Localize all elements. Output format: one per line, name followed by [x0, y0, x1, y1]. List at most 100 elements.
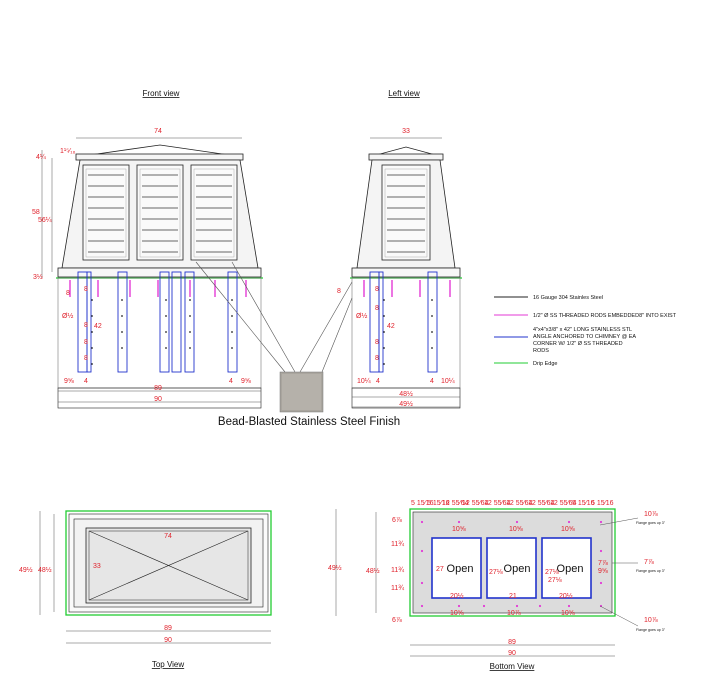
bottom-top-dim-5: 12 55⁄64 — [506, 500, 533, 507]
bottom-top-dim-8: 5 15⁄16 — [572, 500, 595, 507]
front-edge-a: 4 — [84, 378, 88, 385]
front-rod-dim-3: 8 — [84, 322, 88, 329]
bottom-side-left-3: 11¾ — [391, 585, 404, 592]
opening-3-bottom: 20½ — [559, 592, 573, 600]
opening-1-label: Open — [447, 563, 474, 575]
top-inner-height: 33 — [93, 563, 101, 570]
front-rod-dim-2: 8 — [84, 286, 88, 293]
legend-item-2-line-0: 4"x4"x3/8" x 42" LONG STAINLESS STL — [533, 327, 632, 333]
finish-callout: Bead-Blasted Stainless Steel Finish — [195, 261, 400, 428]
left-angle-len: 42 — [387, 323, 395, 330]
opening-2-top: 10⅝ — [509, 526, 523, 533]
opening-2-right: 27⅛ — [545, 569, 559, 576]
front-top-width: 74 — [154, 128, 162, 135]
bottom-height-outer: 49½ — [328, 564, 342, 572]
left-width-mid: 48½ — [399, 390, 413, 398]
opening-3-top: 10⅝ — [561, 526, 575, 533]
left-louver-panel — [381, 164, 431, 261]
top-outer-height-2: 48½ — [38, 566, 52, 574]
front-height-outer: 58 — [32, 209, 40, 216]
left-rods — [363, 280, 451, 297]
bottom-top-dim-7: 12 55⁄64 — [550, 500, 577, 507]
front-rods — [69, 280, 247, 297]
bottom-right-side: 7⅞ — [598, 560, 608, 567]
legend-item-3: Drip Edge — [533, 361, 557, 367]
bottom-top-dim-1: 5 15⁄16 — [427, 500, 450, 507]
legend-item-2-line-3: RODS — [533, 348, 549, 354]
left-rod-dim-4: 8 — [375, 339, 379, 346]
bottom-top-dim-6: 12 55⁄64 — [528, 500, 555, 507]
bottom-row-1: 10⅞ — [507, 610, 521, 617]
finish-caption: Bead-Blasted Stainless Steel Finish — [218, 416, 400, 428]
top-inner-width: 74 — [164, 533, 172, 540]
left-edge-right: 10¼ — [441, 378, 455, 385]
front-base-dim: 3½ — [33, 273, 43, 281]
flange-value-0: 10⅞ — [644, 511, 658, 518]
flange-value-2: 10⅞ — [644, 617, 658, 624]
left-rod-dim-3: 8 — [375, 305, 379, 312]
left-view: Left view 33 8 8 Ø½ 8 42 8 — [337, 89, 462, 409]
front-edge-b: 4 — [229, 378, 233, 385]
front-height-inner: 56¼ — [38, 217, 52, 224]
left-angles — [369, 271, 438, 373]
flange-callouts: 10⅞ Flange goes up 3" 7⅞ Flange goes up … — [599, 511, 666, 632]
top-width-base: 90 — [164, 637, 172, 644]
left-top-width: 33 — [402, 128, 410, 135]
top-width-mid: 89 — [164, 625, 172, 632]
bottom-top-dim-4: 12 55⁄64 — [484, 500, 511, 507]
bottom-row-2: 10⅝ — [561, 610, 575, 617]
bottom-top-dim-2: 12 55⁄64 — [442, 500, 469, 507]
front-view-title: Front view — [143, 89, 180, 98]
front-angles — [77, 271, 238, 373]
bottom-width-base: 90 — [508, 650, 516, 657]
opening-2-label: Open — [504, 563, 531, 575]
bottom-side-left-4: 6⅞ — [392, 617, 402, 624]
bottom-top-dim-9: 5 15⁄16 — [591, 500, 614, 507]
front-rod-dim-4: 8 — [84, 339, 88, 346]
opening-1 — [431, 537, 482, 599]
bottom-top-dims: 5 15⁄16 5 15⁄16 12 55⁄64 12 55⁄64 12 55⁄… — [411, 500, 614, 507]
front-view: Front view 74 — [32, 89, 263, 409]
front-width-base: 90 — [154, 396, 162, 403]
flange-note-0: Flange goes up 3" — [636, 521, 666, 525]
bottom-width-mid: 89 — [508, 639, 516, 646]
opening-2-bottom: 21 — [509, 593, 517, 600]
left-edge-left: 10¼ — [357, 378, 371, 385]
front-rod-dim-5: 8 — [84, 355, 88, 362]
front-width-mid: 89 — [154, 385, 162, 392]
bottom-side-left-0: 6⅞ — [392, 517, 402, 524]
left-edge-a: 4 — [376, 378, 380, 385]
left-rod-dim-5: 8 — [375, 355, 379, 362]
bottom-height-inner: 48½ — [366, 567, 380, 575]
left-edge-a-2: 4 — [430, 378, 434, 385]
left-rod-dim: 8 — [337, 288, 341, 295]
front-angle-len: 42 — [94, 323, 102, 330]
front-louver-panels — [82, 164, 238, 261]
opening-3-right: 27⅛ — [548, 577, 562, 584]
opening-3-label: Open — [557, 563, 584, 575]
opening-1-top: 10⅝ — [452, 526, 466, 533]
opening-1-left: 27 — [436, 566, 444, 573]
opening-1-bottom: 20½ — [450, 592, 464, 600]
bottom-row-0: 10⅝ — [450, 610, 464, 617]
front-rod-dim: 8 — [66, 290, 70, 297]
bottom-view-title: Bottom View — [490, 662, 535, 671]
left-rod-dia: Ø½ — [356, 312, 367, 320]
legend-item-0: 16 Gauge 304 Stainles Steel — [533, 295, 603, 301]
left-view-title: Left view — [388, 89, 420, 98]
opening-1-right: 27⅛ — [489, 569, 503, 576]
top-outer-height-1: 49½ — [19, 566, 33, 574]
legend: 16 Gauge 304 Stainles Steel 1/2" Ø SS TH… — [494, 295, 677, 367]
bottom-side-left-2: 11¾ — [391, 567, 404, 574]
bottom-side-left-1: 11¾ — [391, 541, 404, 548]
front-cap-dim: 4¼ — [36, 154, 46, 161]
legend-item-1: 1/2" Ø SS THREADED RODS EMBEDDED8" INTO … — [533, 313, 677, 319]
bottom-right-side-2: 9⅝ — [598, 568, 608, 575]
left-width-base: 49½ — [399, 400, 413, 408]
bottom-view: Open Open Open 5 15⁄16 5 15⁄16 12 55⁄64 … — [328, 500, 666, 671]
bottom-top-dim-0: 5 15⁄16 — [411, 500, 434, 507]
front-rod-dia: Ø½ — [62, 312, 73, 320]
left-rod-dim-2: 8 — [375, 286, 379, 293]
front-edge-left: 9⅝ — [64, 378, 74, 385]
